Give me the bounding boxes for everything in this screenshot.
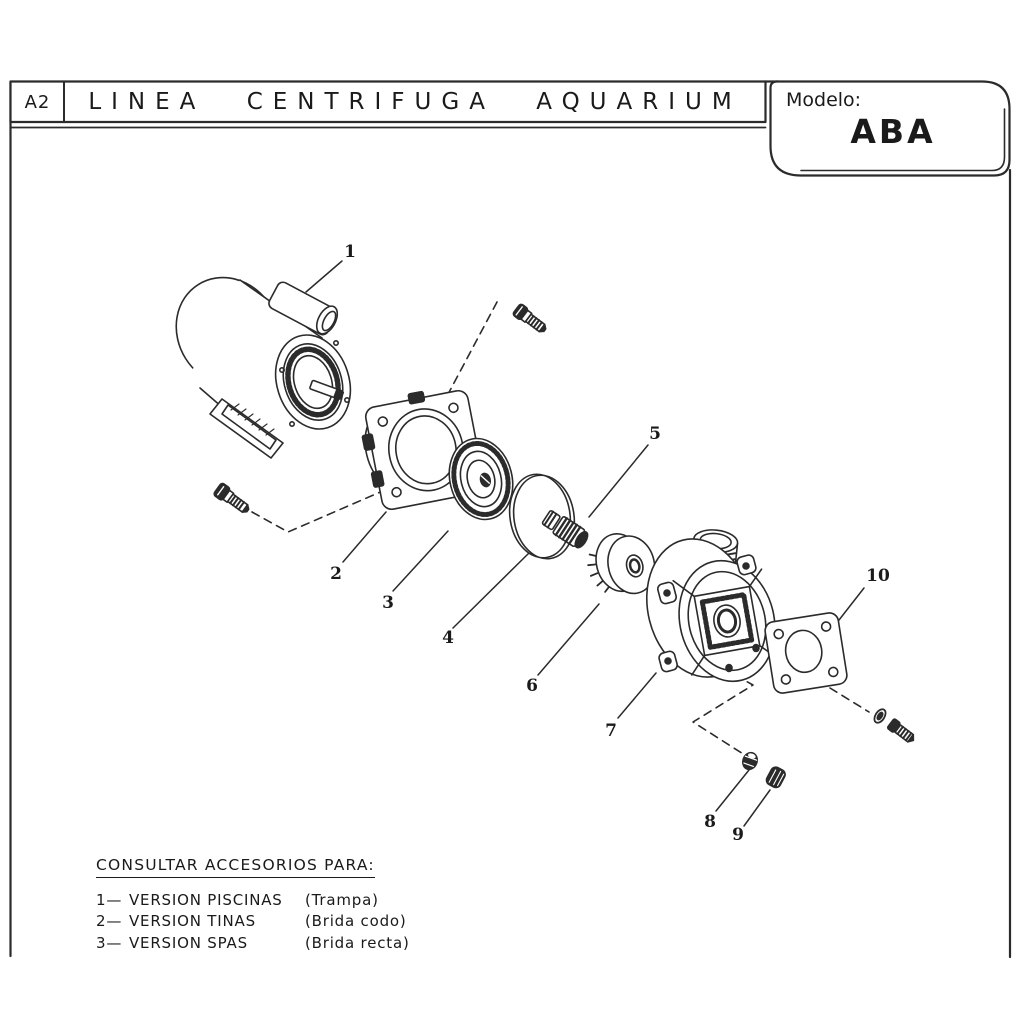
accessories-list: 1— VERSION PISCINAS (Trampa) 2— VERSION … bbox=[96, 889, 410, 954]
leader-lines bbox=[305, 260, 865, 827]
part-label-4: 4 bbox=[442, 628, 454, 648]
part-label-10: 10 bbox=[866, 566, 890, 586]
accessories-heading: CONSULTAR ACCESORIOS PARA: bbox=[96, 856, 375, 878]
leader-6 bbox=[537, 603, 600, 676]
note-num: 1— bbox=[96, 890, 123, 909]
motor-shaft bbox=[309, 379, 345, 400]
part-label-9: 9 bbox=[732, 825, 744, 845]
part-label-6: 6 bbox=[526, 676, 538, 696]
note-row-1: 1— VERSION PISCINAS (Trampa) bbox=[96, 889, 410, 911]
note-variant: (Brida recta) bbox=[305, 933, 410, 952]
part-label-5: 5 bbox=[649, 424, 661, 444]
part-pump-housing bbox=[645, 529, 776, 683]
header-bar-box bbox=[9, 80, 767, 124]
part-motor bbox=[175, 276, 352, 459]
dashed-line-drain-plugs bbox=[692, 674, 754, 758]
leader-2 bbox=[342, 511, 387, 563]
part-label-1: 1 bbox=[344, 242, 356, 262]
part-plug bbox=[765, 766, 786, 789]
seal-gland-plate bbox=[672, 568, 776, 676]
part-seal-housing bbox=[448, 437, 514, 521]
sheet-title: LINEA CENTRIFUGA AQUARIUM bbox=[88, 89, 742, 115]
part-nut bbox=[742, 751, 758, 771]
dashed-line-left-bolt bbox=[251, 489, 386, 533]
right-bolt bbox=[887, 718, 915, 743]
part-label-3: 3 bbox=[382, 593, 394, 613]
part-label-8: 8 bbox=[704, 812, 716, 832]
leader-3 bbox=[392, 530, 449, 592]
part-gasket bbox=[764, 612, 848, 694]
leader-1 bbox=[305, 260, 343, 293]
motor-foot bbox=[209, 398, 284, 459]
part-label-7: 7 bbox=[605, 721, 617, 741]
note-row-3: 3— VERSION SPAS (Brida recta) bbox=[96, 932, 410, 954]
leader-4 bbox=[452, 552, 530, 629]
model-label: Modelo: bbox=[786, 89, 862, 111]
model-value: ABA bbox=[850, 112, 936, 151]
note-row-2: 2— VERSION TINAS (Brida codo) bbox=[96, 911, 410, 933]
sheet-code: A2 bbox=[24, 91, 51, 113]
housing-mount-tabs bbox=[657, 554, 760, 673]
dashed-line-right-bolt bbox=[829, 687, 870, 713]
part-seal-seat bbox=[587, 533, 656, 595]
note-name: VERSION SPAS bbox=[129, 933, 248, 952]
left-bolt bbox=[213, 482, 250, 513]
leader-5 bbox=[588, 444, 649, 518]
note-num: 2— bbox=[96, 912, 123, 931]
leader-7 bbox=[617, 672, 657, 719]
motor-conduit-tube bbox=[268, 281, 339, 336]
note-name: VERSION PISCINAS bbox=[129, 890, 283, 909]
dashed-line-top-screw bbox=[445, 301, 498, 399]
leader-9 bbox=[743, 789, 771, 827]
top-screw bbox=[512, 303, 547, 333]
accessories-note: CONSULTAR ACCESORIOS PARA: 1— VERSION PI… bbox=[96, 855, 410, 954]
model-box-inner-line bbox=[800, 108, 1006, 172]
model-box-outline bbox=[769, 80, 1011, 177]
right-washer bbox=[873, 708, 887, 724]
note-variant: (Brida codo) bbox=[305, 912, 407, 931]
leader-8 bbox=[715, 769, 750, 812]
note-num: 3— bbox=[96, 933, 123, 952]
part-mechanical-seal bbox=[541, 510, 589, 549]
note-name: VERSION TINAS bbox=[129, 912, 256, 931]
note-variant: (Trampa) bbox=[305, 890, 379, 909]
assembly-dashed-lines bbox=[251, 301, 870, 758]
part-label-2: 2 bbox=[330, 564, 342, 584]
sheet-frame bbox=[9, 80, 1012, 959]
part-deflector-disc bbox=[508, 473, 576, 560]
